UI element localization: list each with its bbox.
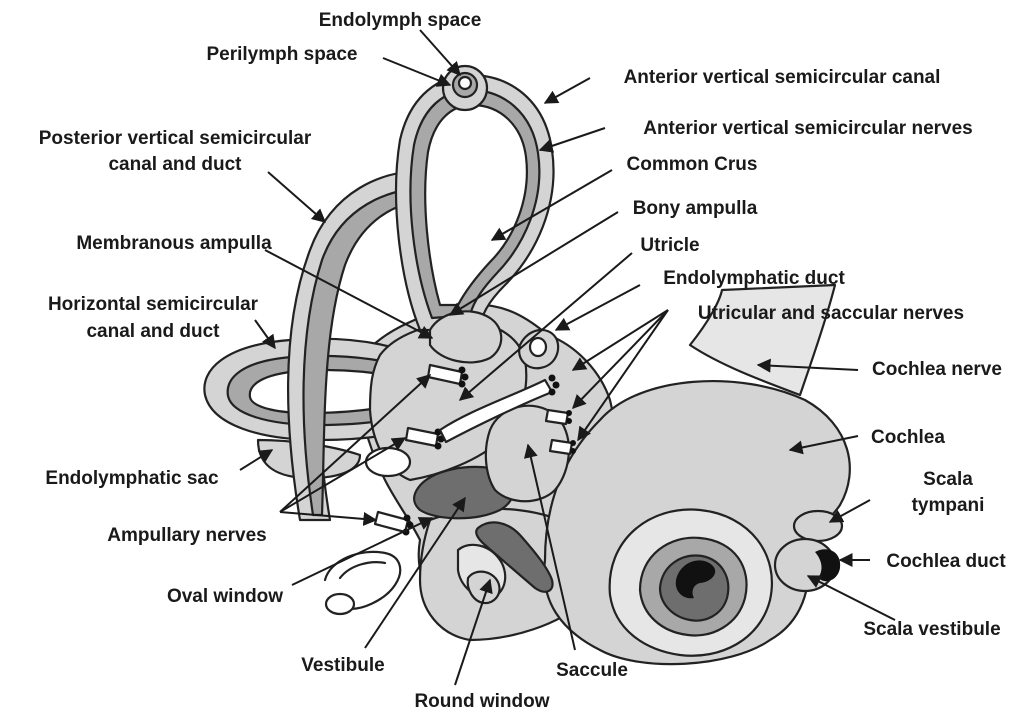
label-common-crus: Common Crus [627,154,758,175]
label-scala-tympani-1: Scala [923,469,973,490]
label-cochlea-duct: Cochlea duct [886,551,1006,572]
label-endolymphatic-duct: Endolymphatic duct [663,268,845,289]
label-horizontal-canal-1: Horizontal semicircular [48,294,259,315]
label-posterior-canal-2: canal and duct [108,154,242,175]
leader-endolymph-space [420,30,460,75]
label-round-window: Round window [414,691,549,712]
label-membranous-ampulla: Membranous ampulla [76,233,272,254]
label-utricle: Utricle [640,235,699,256]
leader-anterior-canal [545,78,590,103]
label-cochlea-nerve: Cochlea nerve [872,359,1002,380]
leader-scala-vestibule [808,576,895,620]
leader-utricular-1 [573,310,668,370]
label-perilymph-space: Perilymph space [206,44,357,65]
bony-ampulla-shape [430,311,501,362]
label-bony-ampulla: Bony ampulla [633,198,758,219]
leader-posterior-canal [268,172,325,222]
saccular-nerve-bundle-1 [546,410,572,424]
label-posterior-canal-1: Posterior vertical semicircular [39,128,312,149]
label-endolymph-space: Endolymph space [319,10,482,31]
label-scala-tympani-2: tympani [912,495,985,516]
leader-perilymph-space [383,58,450,85]
label-anterior-canal: Anterior vertical semicircular canal [624,67,941,88]
label-utricular-saccular-nerves: Utricular and saccular nerves [698,303,964,324]
endolymphatic-duct-lumen [530,338,546,356]
label-ampullary-nerves: Ampullary nerves [107,525,266,546]
endolymph-lumen [459,77,471,89]
label-horizontal-canal-2: canal and duct [86,321,220,342]
label-saccule: Saccule [556,660,628,681]
label-anterior-nerves: Anterior vertical semicircular nerves [643,118,973,139]
label-cochlea: Cochlea [871,427,945,448]
stapes-footplate [326,594,354,614]
label-scala-vestibule: Scala vestibule [863,619,1000,640]
stapes-inner-line [340,562,385,578]
saccular-nerve-bundle-2 [550,440,576,454]
vestibule-window-lumen [366,448,410,476]
label-vestibule: Vestibule [301,655,384,676]
scala-tympani-shape [794,511,842,541]
cochlea-nerve-trunk [690,285,835,395]
ampullary-nerve-bundle-3 [375,512,414,536]
label-endolymphatic-sac: Endolymphatic sac [45,468,219,489]
label-oval-window: Oval window [167,586,283,607]
leader-oval-window [292,518,432,585]
